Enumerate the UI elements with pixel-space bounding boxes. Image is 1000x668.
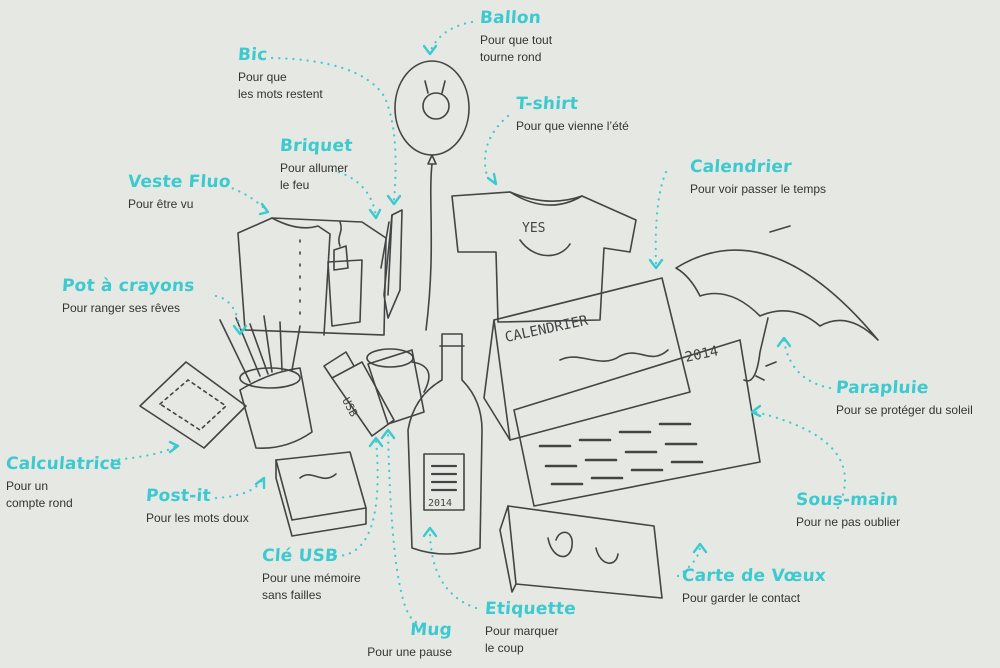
label-etiquette: Etiquette Pour marquer le coup [484, 599, 577, 657]
desc-cle-usb-1: Pour une mémoire [262, 571, 361, 585]
desc-briquet-1: Pour allumer [280, 161, 349, 175]
label-pot-a-crayons: Pot à crayons Pour ranger ses rêves [61, 276, 196, 317]
desc-ballon-2: tourne rond [480, 50, 542, 64]
title-sous-main: Sous-main [795, 490, 899, 510]
label-briquet: Briquet Pour allumer le feu [279, 136, 354, 194]
desc-etiquette-1: Pour marquer [485, 624, 559, 638]
title-bic: Bic [237, 45, 269, 65]
label-sous-main: Sous-main Pour ne pas oublier [795, 490, 901, 531]
title-mug: Mug [409, 620, 453, 640]
label-veste-fluo: Veste Fluo Pour être vu [127, 172, 232, 213]
title-ballon: Ballon [479, 8, 542, 28]
label-calculatrice: Calculatrice Pour un compte rond [5, 454, 123, 512]
desc-ballon-1: Pour que tout [480, 33, 553, 47]
title-pot-a-crayons: Pot à crayons [61, 276, 196, 296]
desc-etiquette-2: le coup [485, 641, 524, 655]
label-parapluie: Parapluie Pour se protéger du soleil [835, 378, 973, 419]
mug-sketch [366, 348, 430, 425]
title-briquet: Briquet [279, 136, 354, 156]
label-carte-de-voeux: Carte de Vœux Pour garder le contact [681, 566, 827, 607]
desc-mug-1: Pour une pause [367, 645, 452, 659]
desk-pad-year: 2014 [684, 343, 720, 366]
title-etiquette: Etiquette [484, 599, 577, 619]
title-parapluie: Parapluie [835, 378, 930, 398]
calendar-print: CALENDRIER [504, 313, 590, 346]
tshirt-sketch: YES [451, 191, 637, 323]
title-calculatrice: Calculatrice [5, 454, 123, 474]
label-mug: Mug Pour une pause [350, 620, 452, 661]
desc-carte-de-voeux-1: Pour garder le contact [682, 591, 801, 605]
label-tshirt: T-shirt Pour que vienne l’été [515, 94, 629, 135]
title-calendrier: Calendrier [689, 157, 793, 177]
desc-veste-fluo-1: Pour être vu [128, 197, 194, 211]
title-carte-de-voeux: Carte de Vœux [681, 566, 827, 586]
bottle-sketch: 2014 [407, 333, 483, 555]
pencil-pot-sketch [219, 315, 313, 449]
label-calendrier: Calendrier Pour voir passer le temps [689, 157, 827, 198]
desc-bic-1: Pour que [238, 70, 287, 84]
desc-bic-2: les mots restent [238, 87, 323, 101]
bottle-label-year: 2014 [428, 498, 452, 509]
greeting-card-sketch [499, 505, 663, 599]
desc-parapluie-1: Pour se protéger du soleil [836, 403, 973, 417]
desc-post-it-1: Pour les mots doux [146, 511, 249, 525]
label-cle-usb: Clé USB Pour une mémoire sans failles [261, 546, 361, 604]
postit-sketch [275, 451, 367, 537]
title-post-it: Post-it [145, 486, 212, 506]
desc-calendrier-1: Pour voir passer le temps [690, 182, 827, 196]
desk-pad-sketch: 2014 [513, 339, 761, 507]
usb-sketch: USB [323, 351, 395, 437]
leader-lines [110, 20, 847, 624]
label-post-it: Post-it Pour les mots doux [145, 486, 249, 527]
balloon-sketch [394, 60, 470, 331]
title-tshirt: T-shirt [515, 94, 579, 114]
label-ballon: Ballon Pour que tout tourne rond [479, 8, 553, 66]
title-veste-fluo: Veste Fluo [127, 172, 232, 192]
desc-calculatrice-2: compte rond [6, 496, 73, 510]
desc-tshirt-1: Pour que vienne l’été [516, 119, 629, 133]
label-bic: Bic Pour que les mots restent [237, 45, 323, 103]
calculator-sketch [139, 361, 247, 449]
desc-briquet-2: le feu [280, 178, 310, 192]
arrow-heads [168, 44, 792, 554]
lighter-sketch [333, 221, 349, 271]
tshirt-print: YES [522, 221, 545, 236]
desc-pot-a-crayons-1: Pour ranger ses rêves [62, 301, 181, 315]
desc-calculatrice-1: Pour un [6, 479, 49, 493]
vest-sketch [237, 217, 387, 336]
desc-cle-usb-2: sans failles [262, 588, 322, 602]
title-cle-usb: Clé USB [261, 546, 339, 566]
desc-sous-main-1: Pour ne pas oublier [796, 515, 901, 529]
